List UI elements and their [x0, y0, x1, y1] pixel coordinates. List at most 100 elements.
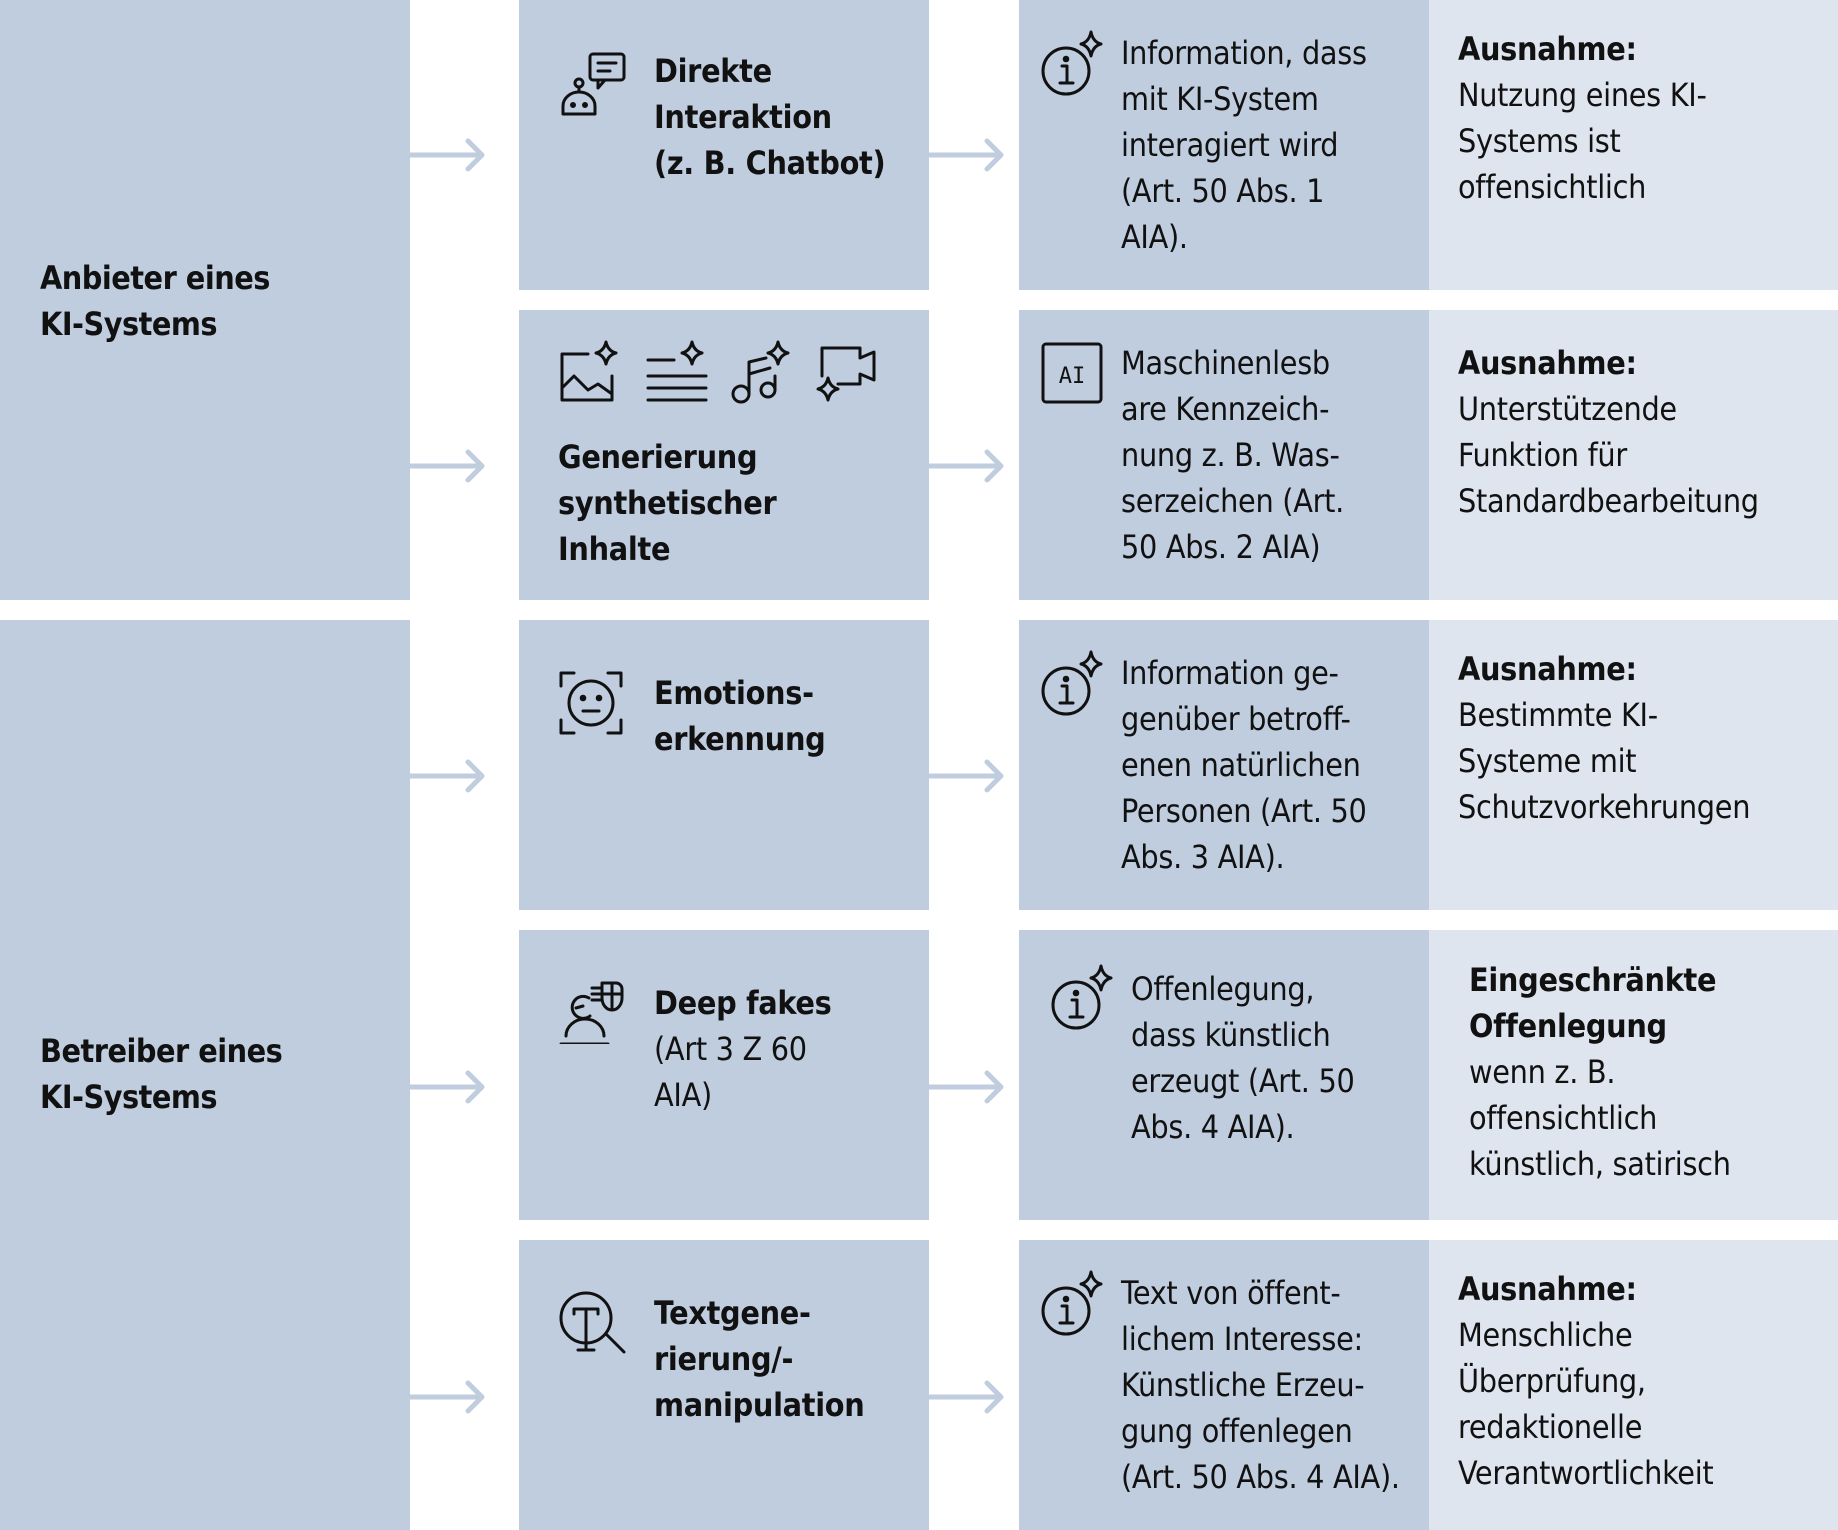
text-line: Personen (Art. 50: [1121, 792, 1367, 830]
exception-box: Ausnahme: Bestimmte KI- Systeme mit Schu…: [1429, 620, 1838, 910]
text-line: Bestimmte KI-: [1458, 696, 1658, 734]
text-line: erzeugt (Art. 50: [1131, 1062, 1355, 1100]
text-line: Abs. 4 AIA).: [1131, 1108, 1295, 1146]
text-line: (Art. 50 Abs. 4 AIA).: [1121, 1458, 1400, 1496]
obligation-box: AI Maschinenlesb are Kennzeich- nung z. …: [1019, 310, 1429, 600]
text-line: Künstliche Erzeu-: [1121, 1366, 1365, 1404]
text-line: Funktion für: [1458, 436, 1627, 474]
text-line: Information, dass: [1121, 34, 1367, 72]
exception-text: Ausnahme: Nutzung eines KI- Systems ist …: [1458, 26, 1833, 210]
text-sparkle-icon: [644, 340, 708, 404]
use-case-text-generation: Textgene- rierung/- manipulation: [519, 1240, 929, 1530]
text-line: Unterstützende: [1458, 390, 1677, 428]
text-line: Information ge-: [1121, 654, 1339, 692]
text-line: Text von öffent-: [1121, 1274, 1341, 1312]
text-line: enen natürlichen: [1121, 746, 1361, 784]
arrow-icon: [410, 1067, 490, 1107]
deepfake-person-icon: [558, 978, 624, 1044]
arrow-icon: [929, 1067, 1009, 1107]
text-line: Nutzung eines KI-: [1458, 76, 1707, 114]
use-case-title: Textgene- rierung/- manipulation: [654, 1290, 924, 1428]
exception-heading: Ausnahme:: [1458, 344, 1637, 382]
exception-text: Eingeschränkte Offenlegung wenn z. B. of…: [1469, 957, 1838, 1187]
robot-chat-icon: [558, 50, 628, 116]
label-line: KI-Systems: [40, 305, 218, 343]
info-sparkle-icon: [1039, 28, 1109, 98]
subtitle-line: AIA): [654, 1076, 712, 1114]
text-line: dass künstlich: [1131, 1016, 1331, 1054]
label-line: KI-Systems: [40, 1078, 218, 1116]
arrow-icon: [410, 446, 490, 486]
use-case-title: Direkte Interaktion (z. B. Chatbot): [654, 48, 924, 186]
arrow-icon: [929, 756, 1009, 796]
actor-provider: Anbieter eines KI-Systems: [0, 0, 410, 600]
text-line: offensichtlich: [1469, 1099, 1658, 1137]
text-line: redaktionelle: [1458, 1408, 1643, 1446]
exception-heading: Offenlegung: [1469, 1007, 1667, 1045]
svg-text:AI: AI: [1059, 364, 1086, 389]
exception-heading: Eingeschränkte: [1469, 961, 1717, 999]
text-line: Offenlegung,: [1131, 970, 1315, 1008]
text-line: (Art. 50 Abs. 1: [1121, 172, 1325, 210]
face-scan-icon: [558, 670, 624, 736]
use-case-title: Deep fakes (Art 3 Z 60 AIA): [654, 980, 924, 1118]
obligation-box: Offenlegung, dass künstlich erzeugt (Art…: [1019, 930, 1429, 1220]
text-line: Maschinenlesb: [1121, 344, 1330, 382]
use-case-title: Generierung synthetischer Inhalte: [558, 434, 777, 572]
text-line: Systeme mit: [1458, 742, 1637, 780]
content-type-icons: [558, 340, 880, 404]
use-case-direct-interaction: Direkte Interaktion (z. B. Chatbot): [519, 0, 929, 290]
obligation-text: Maschinenlesb are Kennzeich- nung z. B. …: [1121, 340, 1421, 570]
obligation-text: Information, dass mit KI-System interagi…: [1121, 30, 1421, 260]
exception-text: Ausnahme: Menschliche Überprüfung, redak…: [1458, 1266, 1833, 1496]
title-line: Textgene-: [654, 1294, 811, 1332]
ai-label-icon: AI: [1041, 342, 1103, 404]
text-line: gung offenlegen: [1121, 1412, 1353, 1450]
info-sparkle-icon: [1039, 648, 1109, 718]
text-line: Menschliche: [1458, 1316, 1633, 1354]
arrow-icon: [929, 1377, 1009, 1417]
exception-text: Ausnahme: Unterstützende Funktion für St…: [1458, 340, 1833, 524]
label-line: Betreiber eines: [40, 1032, 283, 1070]
text-line: offensichtlich: [1458, 168, 1647, 206]
text-line: nung z. B. Was-: [1121, 436, 1340, 474]
arrow-icon: [410, 756, 490, 796]
image-sparkle-icon: [558, 340, 622, 404]
title-line: Direkte: [654, 52, 772, 90]
title-line: Inhalte: [558, 530, 671, 568]
title-line: (z. B. Chatbot): [654, 144, 886, 182]
arrow-icon: [410, 1377, 490, 1417]
text-line: serzeichen (Art.: [1121, 482, 1344, 520]
text-search-icon: [558, 1290, 628, 1362]
text-line: Systems ist: [1458, 122, 1621, 160]
exception-box: Ausnahme: Unterstützende Funktion für St…: [1429, 310, 1838, 600]
video-sparkle-icon: [816, 340, 880, 404]
text-line: AIA).: [1121, 218, 1188, 256]
title-line: Deep fakes: [654, 984, 832, 1022]
title-line: Interaktion: [654, 98, 832, 136]
obligation-box: Information ge- genüber betroff- enen na…: [1019, 620, 1429, 910]
exception-box: Ausnahme: Nutzung eines KI- Systems ist …: [1429, 0, 1838, 290]
use-case-deep-fakes: Deep fakes (Art 3 Z 60 AIA): [519, 930, 929, 1220]
exception-heading: Ausnahme:: [1458, 1270, 1637, 1308]
info-sparkle-icon: [1049, 962, 1119, 1032]
title-line: Emotions-: [654, 674, 814, 712]
actor-deployer-label: Betreiber eines KI-Systems: [40, 1028, 283, 1120]
text-line: lichem Interesse:: [1121, 1320, 1363, 1358]
obligation-text: Text von öffent- lichem Interesse: Künst…: [1121, 1270, 1421, 1500]
obligation-box: Information, dass mit KI-System interagi…: [1019, 0, 1429, 290]
title-line: manipulation: [654, 1386, 865, 1424]
info-sparkle-icon: [1039, 1268, 1109, 1338]
obligation-text: Information ge- genüber betroff- enen na…: [1121, 650, 1421, 880]
label-line: Anbieter eines: [40, 259, 270, 297]
exception-heading: Ausnahme:: [1458, 650, 1637, 688]
text-line: wenn z. B.: [1469, 1053, 1616, 1091]
use-case-emotion-recognition: Emotions- erkennung: [519, 620, 929, 910]
text-line: Überprüfung,: [1458, 1362, 1646, 1400]
title-line: rierung/-: [654, 1340, 794, 1378]
subtitle-line: (Art 3 Z 60: [654, 1030, 807, 1068]
text-line: are Kennzeich-: [1121, 390, 1330, 428]
use-case-title: Emotions- erkennung: [654, 670, 924, 762]
exception-heading: Ausnahme:: [1458, 30, 1637, 68]
arrow-icon: [410, 135, 490, 175]
